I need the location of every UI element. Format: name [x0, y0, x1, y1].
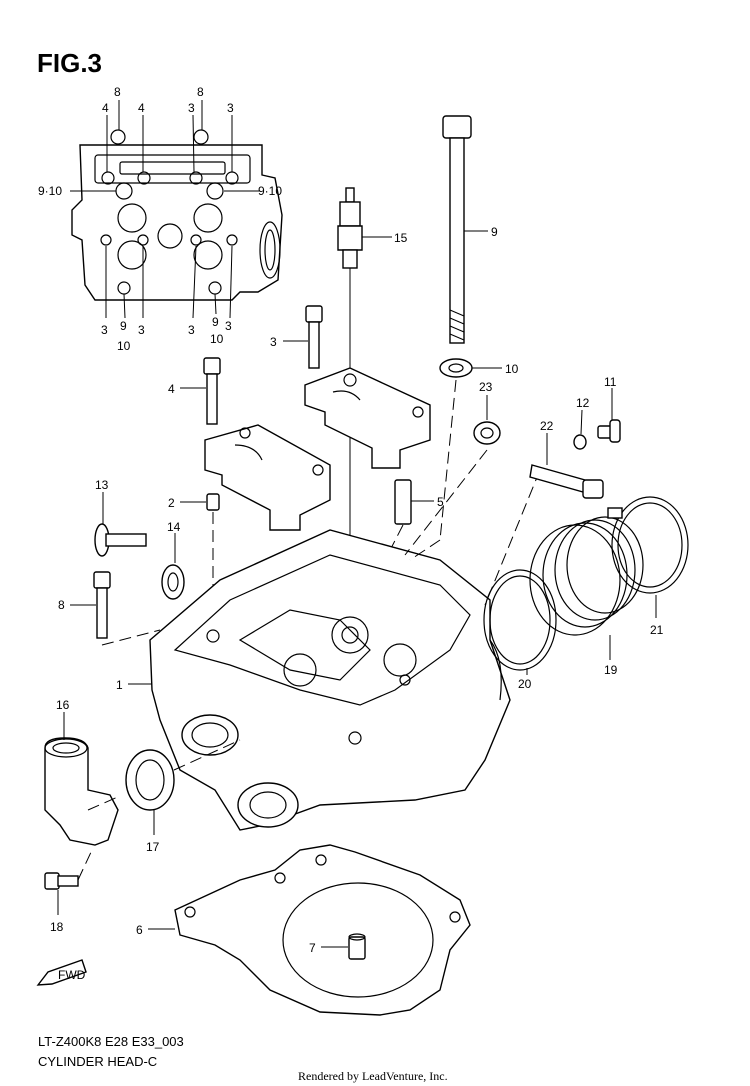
label-7: 7 — [309, 941, 316, 955]
label-3: 3 — [270, 335, 277, 349]
long-stud-bolt — [442, 115, 488, 344]
label-15: 15 — [394, 231, 408, 245]
bolt-13 — [94, 492, 147, 557]
label-19: 19 — [604, 663, 618, 677]
label-13: 13 — [95, 478, 109, 492]
camshaft-cap-right — [304, 367, 431, 469]
label-4: 4 — [168, 382, 175, 396]
oil-jet — [384, 479, 434, 561]
model-code: LT-Z400K8 E28 E33_003 — [38, 1034, 184, 1049]
water-outlet — [44, 712, 121, 846]
label-11: 11 — [604, 375, 617, 389]
dashed-leaders — [404, 449, 541, 606]
inset-labels: 8 4 4 3 8 3 9·10 9·10 3 9 3 3 9 3 10 10 — [38, 85, 282, 353]
label-21: 21 — [650, 623, 664, 637]
front-arrow-text: FWD — [58, 968, 86, 982]
label-16: 16 — [56, 698, 70, 712]
label-inset-10b: 10 — [210, 332, 224, 346]
washer-14 — [161, 533, 185, 600]
washer-23 — [473, 395, 501, 445]
bolt-4 — [180, 357, 221, 425]
label-1: 1 — [116, 678, 123, 692]
label-inset-3f: 3 — [225, 319, 232, 333]
label-inset-910a: 9·10 — [38, 184, 62, 198]
label-inset-10a: 10 — [117, 339, 131, 353]
label-inset-3d: 3 — [138, 323, 145, 337]
cylinder-head-body — [128, 529, 511, 831]
label-6: 6 — [136, 923, 143, 937]
screw-11 — [597, 388, 621, 443]
intake-pipe-19 — [529, 516, 644, 660]
label-23: 23 — [479, 380, 493, 394]
front-arrow-icon: FWD — [36, 959, 87, 986]
diagram-caption: CYLINDER HEAD-C — [38, 1054, 158, 1069]
thermostat — [125, 739, 241, 835]
label-inset-9b: 9 — [212, 315, 219, 329]
intake-clamp-20 — [483, 569, 557, 675]
label-18: 18 — [50, 920, 64, 934]
label-20: 20 — [518, 677, 532, 691]
washer-12 — [573, 409, 587, 450]
label-inset-9a: 9 — [120, 319, 127, 333]
label-14: 14 — [167, 520, 181, 534]
camshaft-cap-left — [204, 424, 331, 531]
label-inset-8a: 8 — [114, 85, 121, 99]
inset-head-top-view — [71, 129, 283, 301]
inset-leader-lines — [70, 100, 260, 319]
label-inset-4b: 4 — [138, 101, 145, 115]
bolt-3 — [283, 305, 323, 369]
render-credit: Rendered by LeadVenture, Inc. — [298, 1069, 448, 1083]
label-17: 17 — [146, 840, 160, 854]
bolt-8 — [70, 571, 161, 646]
cylinder-head-gasket — [148, 844, 471, 1016]
label-12: 12 — [576, 396, 590, 410]
label-22: 22 — [540, 419, 554, 433]
label-inset-4a: 4 — [102, 101, 109, 115]
intake-clamp-21 — [607, 496, 689, 618]
label-inset-3e: 3 — [188, 323, 195, 337]
label-inset-3b: 3 — [227, 101, 234, 115]
label-10: 10 — [505, 362, 519, 376]
label-2: 2 — [168, 496, 175, 510]
label-inset-8b: 8 — [197, 85, 204, 99]
label-8: 8 — [58, 598, 65, 612]
label-inset-3a: 3 — [188, 101, 195, 115]
dowel-pin-7 — [321, 933, 366, 960]
bolt-22 — [529, 433, 604, 499]
label-9: 9 — [491, 225, 498, 239]
label-inset-3c: 3 — [101, 323, 108, 337]
figure-title: FIG.3 — [37, 48, 103, 78]
label-5: 5 — [437, 495, 444, 509]
bolt-18 — [44, 849, 93, 915]
washer — [439, 358, 502, 541]
part-labels: 15 9 3 10 4 23 11 12 22 5 2 13 14 8 1 16… — [50, 225, 664, 955]
label-inset-910b: 9·10 — [258, 184, 282, 198]
